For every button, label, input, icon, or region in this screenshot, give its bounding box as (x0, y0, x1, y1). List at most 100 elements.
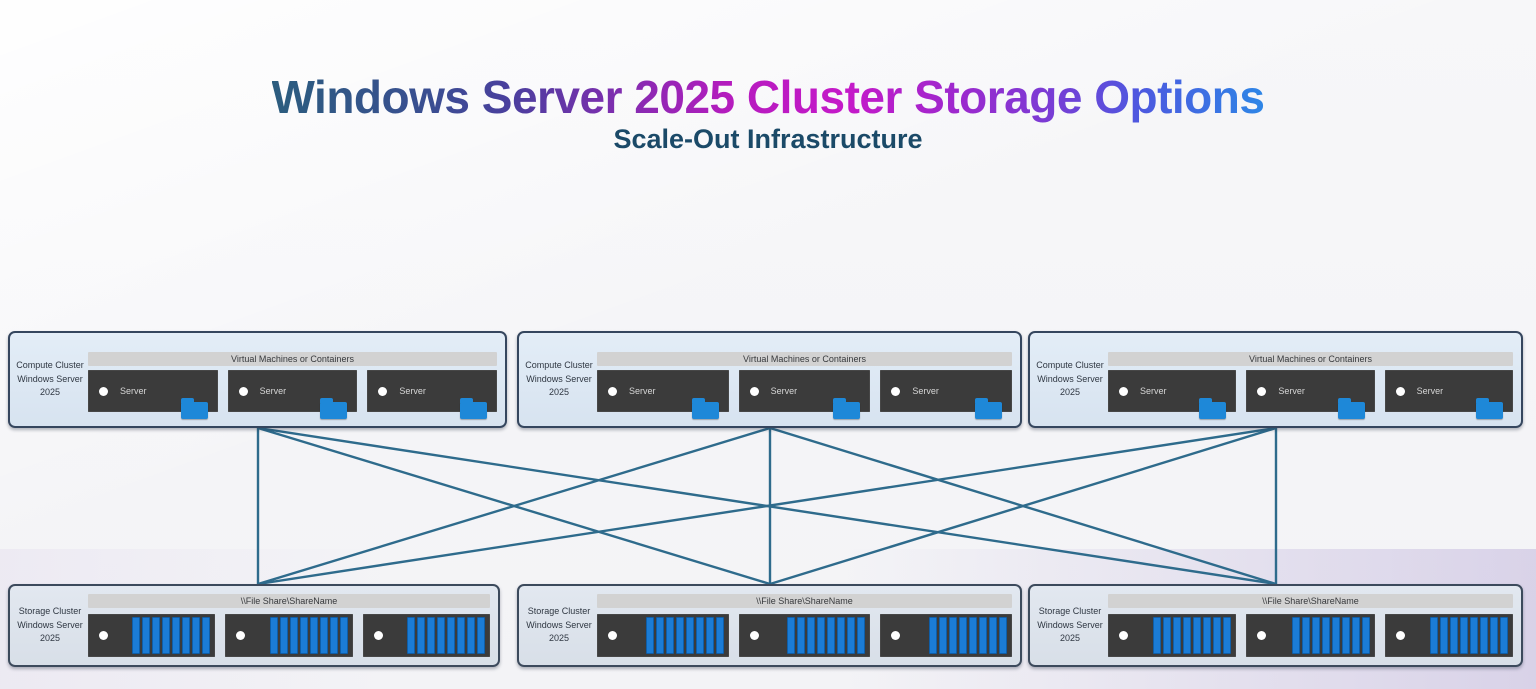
server-node: Server (738, 370, 871, 419)
disk-bar (1351, 617, 1360, 654)
disk-bar (1301, 617, 1310, 654)
mesh-line (769, 428, 1277, 584)
cluster-label-line1: Storage Cluster (527, 606, 591, 617)
server-node: Server (1384, 370, 1513, 419)
folder-icon (1337, 398, 1365, 419)
disk-bar (476, 617, 485, 654)
disk-bar (949, 617, 958, 654)
cluster-label: Storage Cluster Windows Server 2025 (12, 586, 88, 665)
folder-icon (1199, 398, 1227, 419)
disk-bar (1311, 617, 1320, 654)
power-dot-icon (1119, 386, 1128, 396)
storage-cluster-row: Storage Cluster Windows Server 2025 \\Fi… (0, 584, 1536, 667)
cluster-label-line2: Windows Server 2025 (17, 619, 83, 644)
disk-bar (1459, 617, 1468, 654)
disk-array (269, 617, 348, 654)
power-dot-icon (1395, 386, 1405, 396)
server-label: Server (120, 386, 147, 396)
storage-node (1246, 614, 1375, 657)
disk-bar (1489, 617, 1498, 654)
vm-container-header: Virtual Machines or Containers (597, 352, 1012, 366)
cluster-body: Virtual Machines or Containers Server Se… (597, 333, 1013, 426)
disk-bar (1429, 617, 1438, 654)
disk-bar (797, 617, 806, 654)
disk-bar (807, 617, 816, 654)
storage-node (88, 614, 216, 657)
storage-nodes (88, 614, 490, 657)
server-label: Server (259, 386, 287, 396)
disk-bar (1361, 617, 1370, 654)
disk-bar (1223, 617, 1232, 654)
mesh-line (257, 428, 1277, 584)
server-node: Server (227, 370, 358, 419)
cluster-label: Storage Cluster Windows Server 2025 (521, 586, 597, 665)
disk-bar (827, 617, 836, 654)
disk-bar (1439, 617, 1448, 654)
disk-bar (1479, 617, 1488, 654)
storage-nodes (597, 614, 1013, 657)
storage-node (880, 614, 1013, 657)
storage-node (738, 614, 871, 657)
disk-bar (466, 617, 475, 654)
power-dot-icon (236, 631, 246, 640)
disk-bar (1153, 617, 1162, 654)
power-dot-icon (99, 631, 108, 640)
disk-bar (192, 617, 201, 654)
server-node: Server (367, 370, 498, 419)
disk-bar (655, 617, 664, 654)
disk-bar (182, 617, 191, 654)
disk-bar (645, 617, 654, 654)
power-dot-icon (1257, 631, 1267, 640)
disk-bar (929, 617, 938, 654)
cluster-body: \\File Share\ShareName (597, 586, 1013, 665)
disk-bar (685, 617, 694, 654)
cluster-mesh-connections (256, 428, 1278, 584)
server-node: Server (1246, 370, 1375, 419)
storage-node (1384, 614, 1513, 657)
power-dot-icon (891, 386, 901, 396)
disk-bar (1193, 617, 1202, 654)
disk-bar (665, 617, 674, 654)
disk-bar (817, 617, 826, 654)
file-share-header: \\File Share\ShareName (597, 594, 1012, 608)
server-node: Server (880, 370, 1013, 419)
disk-bar (162, 617, 171, 654)
disk-bar (319, 617, 328, 654)
vm-container-header: Virtual Machines or Containers (88, 352, 497, 366)
file-share-header: \\File Share\ShareName (1108, 594, 1513, 608)
storage-nodes (1108, 614, 1513, 657)
disk-bar (989, 617, 998, 654)
power-dot-icon (1395, 631, 1405, 640)
folder-icon (180, 398, 208, 419)
disk-array (929, 617, 1008, 654)
power-dot-icon (608, 386, 617, 396)
folder-icon (1475, 398, 1503, 419)
cluster-label: Compute Cluster Windows Server 2025 (521, 333, 597, 426)
disk-bar (416, 617, 425, 654)
disk-bar (695, 617, 704, 654)
disk-bar (715, 617, 724, 654)
disk-bar (1213, 617, 1222, 654)
disk-bar (969, 617, 978, 654)
vm-container-header: Virtual Machines or Containers (1108, 352, 1513, 366)
cluster-label-line1: Storage Cluster (18, 606, 82, 617)
power-dot-icon (749, 631, 759, 640)
power-dot-icon (608, 631, 617, 640)
disk-bar (436, 617, 445, 654)
cluster-label-line1: Compute Cluster (16, 360, 84, 371)
storage-node (1108, 614, 1237, 657)
server-label: Server (1416, 386, 1444, 396)
compute-cluster-2: Compute Cluster Windows Server 2025 Virt… (517, 331, 1022, 428)
disk-array (132, 617, 211, 654)
compute-cluster-3: Compute Cluster Windows Server 2025 Virt… (1028, 331, 1523, 428)
server-label: Server (1278, 386, 1305, 396)
disk-bar (1449, 617, 1458, 654)
power-dot-icon (373, 631, 383, 640)
disk-bar (152, 617, 161, 654)
disk-bar (426, 617, 435, 654)
cluster-label-line2: Windows Server 2025 (17, 373, 83, 398)
disk-bar (339, 617, 348, 654)
power-dot-icon (238, 386, 248, 396)
disk-bar (979, 617, 988, 654)
file-share-header: \\File Share\ShareName (88, 594, 490, 608)
